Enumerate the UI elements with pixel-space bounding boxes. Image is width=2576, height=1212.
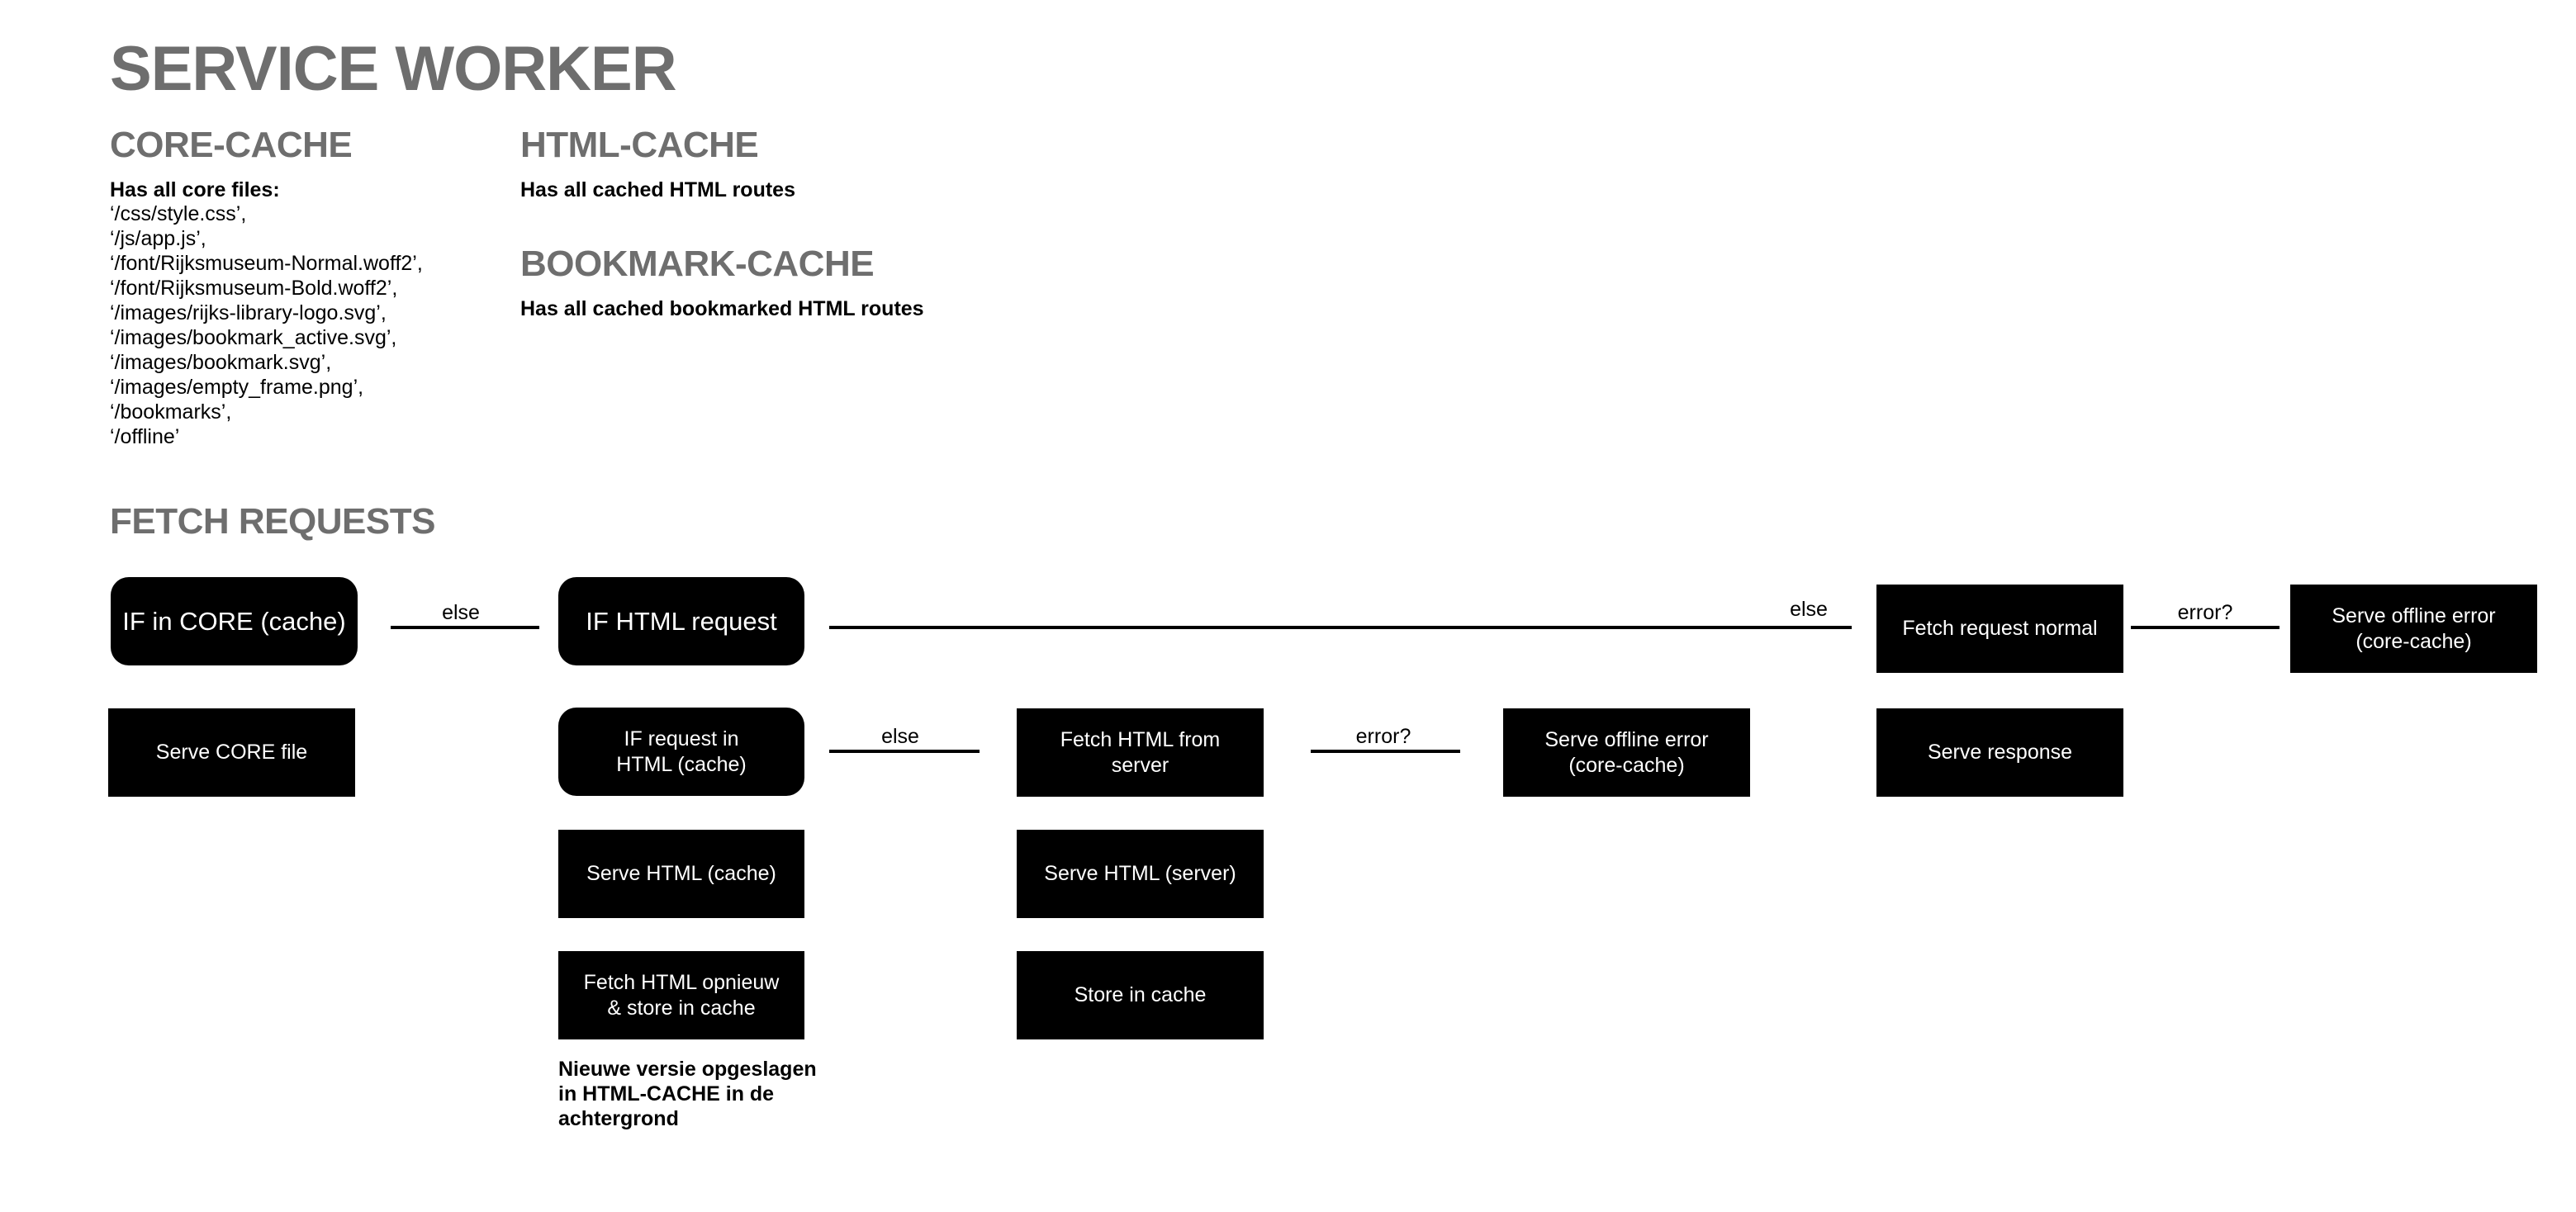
serve-response-node: Serve response xyxy=(1876,708,2123,797)
core-file-item: ‘/bookmarks’, xyxy=(110,400,232,424)
core-file-item: ‘/css/style.css’, xyxy=(110,202,247,225)
connector-core-to-html xyxy=(391,626,539,629)
edge-label-else: else xyxy=(1790,598,1828,621)
connector-html-to-fetch-normal xyxy=(829,626,1852,629)
serve-html-cache-node: Serve HTML (cache) xyxy=(558,830,804,918)
fetch-html-again-node: Fetch HTML opnieuw & store in cache xyxy=(558,951,804,1039)
core-file-item: ‘/js/app.js’, xyxy=(110,227,206,250)
connector-fetch-normal-to-offline xyxy=(2131,626,2279,629)
connector-html-cache-to-server xyxy=(829,750,980,753)
core-file-item: ‘/font/Rijksmuseum-Normal.woff2’, xyxy=(110,252,423,275)
connector-server-to-offline xyxy=(1311,750,1460,753)
bookmark-cache-subtitle: Has all cached bookmarked HTML routes xyxy=(520,297,924,320)
edge-label-error: error? xyxy=(1355,725,1411,748)
if-request-in-html-cache-node: IF request in HTML (cache) xyxy=(558,708,804,796)
if-in-core-node: IF in CORE (cache) xyxy=(111,577,358,665)
core-file-item: ‘/images/rijks-library-logo.svg’, xyxy=(110,301,387,324)
fetch-request-normal-node: Fetch request normal xyxy=(1876,585,2123,673)
page-title: SERVICE WORKER xyxy=(110,34,677,104)
fetch-html-from-server-node: Fetch HTML from server xyxy=(1017,708,1264,797)
bookmark-cache-heading: BOOKMARK-CACHE xyxy=(520,244,875,284)
core-file-item: ‘/font/Rijksmuseum-Bold.woff2’, xyxy=(110,277,398,300)
edge-label-else: else xyxy=(881,725,919,748)
if-html-request-node: IF HTML request xyxy=(558,577,804,665)
core-file-item: ‘/offline’ xyxy=(110,425,180,448)
edge-label-error: error? xyxy=(2177,601,2233,624)
core-file-item: ‘/images/empty_frame.png’, xyxy=(110,376,364,399)
fetch-requests-heading: FETCH REQUESTS xyxy=(110,501,435,542)
serve-core-file-node: Serve CORE file xyxy=(108,708,355,797)
serve-offline-error-top-node: Serve offline error (core-cache) xyxy=(2290,585,2537,673)
edge-label-else: else xyxy=(442,601,480,624)
core-file-item: ‘/images/bookmark_active.svg’, xyxy=(110,326,397,349)
serve-offline-error-mid-node: Serve offline error (core-cache) xyxy=(1503,708,1750,797)
background-update-note: Nieuwe versie opgeslagen in HTML-CACHE i… xyxy=(558,1058,817,1130)
core-file-item: ‘/images/bookmark.svg’, xyxy=(110,351,332,374)
html-cache-subtitle: Has all cached HTML routes xyxy=(520,178,795,201)
core-files-list: ‘/css/style.css’, ‘/js/app.js’, ‘/font/R… xyxy=(110,201,423,449)
core-cache-subtitle: Has all core files: xyxy=(110,178,280,201)
store-in-cache-node: Store in cache xyxy=(1017,951,1264,1039)
serve-html-server-node: Serve HTML (server) xyxy=(1017,830,1264,918)
core-cache-heading: CORE-CACHE xyxy=(110,125,353,165)
html-cache-heading: HTML-CACHE xyxy=(520,125,759,165)
